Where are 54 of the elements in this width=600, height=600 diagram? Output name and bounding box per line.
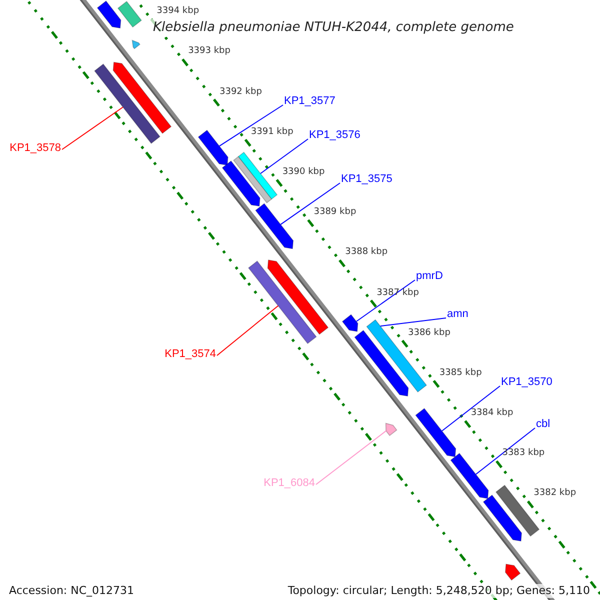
leader-line — [216, 305, 279, 356]
tick-label: 3386 kbp — [408, 328, 450, 339]
gene-block — [94, 64, 160, 144]
tick-label: 3393 kbp — [188, 46, 230, 58]
gene-label: amn — [447, 308, 468, 321]
leader-line — [62, 106, 124, 150]
gene-block — [112, 62, 172, 134]
gene-block — [504, 564, 521, 581]
leader-line — [475, 428, 536, 475]
gene-block — [222, 160, 260, 207]
tick-label: 3392 kbp — [220, 86, 262, 98]
gene-block — [117, 0, 142, 28]
tick-label: 3387 kbp — [376, 288, 419, 298]
gene-label: KP1_3570 — [501, 376, 552, 389]
gene-block — [238, 152, 278, 200]
gene-label: KP1_6084 — [264, 477, 315, 490]
gene-block — [415, 408, 456, 458]
gene-block — [198, 130, 228, 166]
leader-line — [218, 104, 284, 147]
gene-block — [482, 494, 522, 542]
gene-block — [267, 260, 329, 335]
tick-label: 3390 kbp — [282, 166, 325, 178]
gene-label: cbl — [536, 418, 550, 431]
gene-label: KP1_3578 — [10, 142, 61, 155]
gene-block — [354, 330, 409, 397]
leader-line — [260, 138, 308, 174]
gene-block — [255, 203, 294, 250]
leader-line — [380, 318, 446, 327]
tick-label: 3389 kbp — [314, 207, 356, 218]
tick-label: 3391 kbp — [250, 126, 294, 138]
leader-line — [442, 386, 500, 432]
gene-label: KP1_3577 — [284, 95, 336, 108]
gene-label: pmrD — [416, 270, 443, 283]
tick-label: 3394 kbp — [156, 6, 200, 18]
gene-block — [233, 156, 272, 204]
gene-block — [385, 422, 398, 436]
tick-label: 3388 kbp — [345, 247, 388, 258]
gene-block — [450, 452, 489, 499]
gene-block — [342, 314, 358, 332]
tick-label: 3383 kbp — [502, 448, 545, 460]
footer-text: Accession: NC_012731 — [9, 584, 134, 598]
gene-label: KP1_3576 — [309, 129, 360, 142]
gene-block — [132, 40, 140, 50]
leader-line — [280, 182, 340, 225]
gene-label: KP1_3575 — [341, 173, 392, 186]
gene-block — [96, 0, 122, 29]
tick-label: 3382 kbp — [534, 488, 576, 500]
tick-label: 3385 kbp — [439, 368, 482, 379]
gene-label: KP1_3574 — [164, 348, 216, 361]
leader-line — [316, 430, 387, 485]
gene-block — [248, 260, 317, 344]
tick-label: 3384 kbp — [470, 408, 514, 420]
footer-text: Topology: circular; Length: 5,248,520 bp; Genes: 5,110 — [288, 584, 590, 598]
leader-line — [356, 280, 416, 322]
